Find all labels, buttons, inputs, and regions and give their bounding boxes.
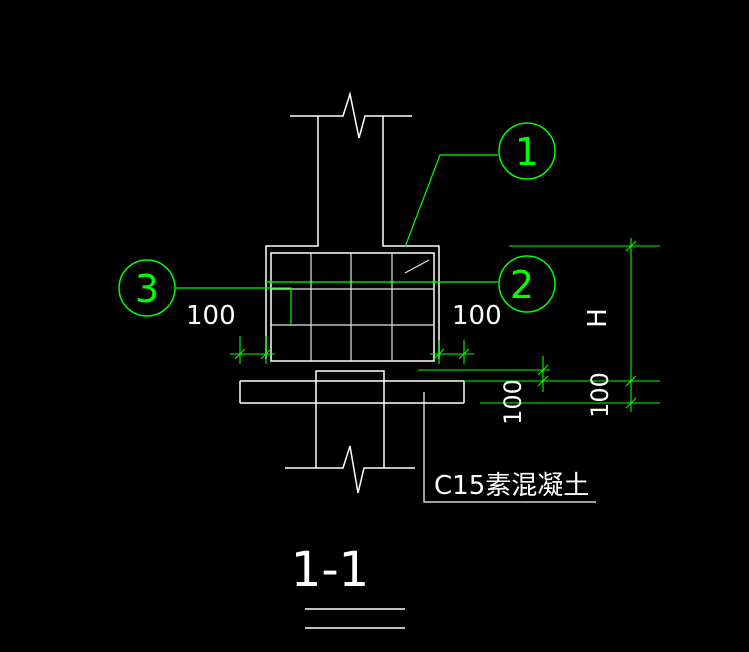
material-note: C15素混凝土	[434, 471, 589, 501]
rebar-grid	[271, 253, 434, 361]
lower-wall	[285, 370, 415, 494]
dim-bedding-100-a: 100	[499, 379, 527, 425]
section-label-underline	[305, 608, 405, 629]
section-label: 1-1	[291, 542, 369, 598]
upper-wall	[265, 91, 440, 359]
callout-1-circle	[498, 122, 556, 180]
material-leader	[423, 392, 596, 503]
dimension-lines	[230, 238, 660, 412]
dim-right-100: 100	[452, 301, 502, 331]
callout-3-label: 3	[135, 267, 159, 311]
callout-2-label: 2	[510, 263, 534, 307]
leader-lines	[176, 154, 498, 325]
callout-2: 2	[498, 255, 556, 313]
dim-height-h: H	[583, 308, 613, 328]
dim-bedding-100-b: 100	[586, 372, 614, 418]
callout-3: 3	[118, 259, 176, 317]
callout-1: 1	[498, 122, 556, 180]
dim-left-100: 100	[186, 301, 236, 331]
callout-2-circle	[498, 255, 556, 313]
footing-body	[239, 252, 465, 404]
callout-3-circle	[118, 259, 176, 317]
callout-1-label: 1	[515, 130, 539, 174]
